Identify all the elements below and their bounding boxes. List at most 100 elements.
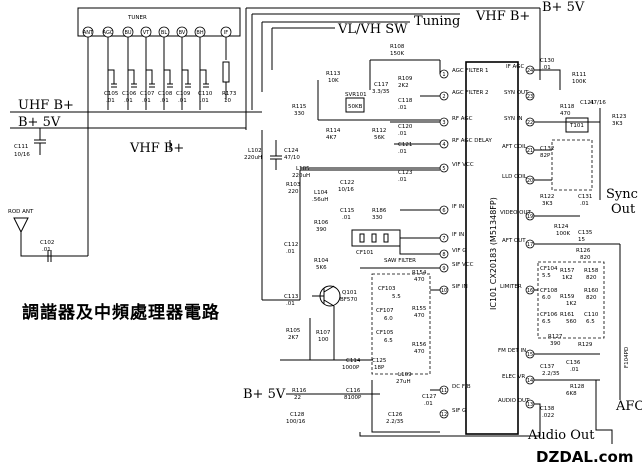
- ic-pin-3: 3RF AGC: [439, 116, 473, 127]
- r124-ref: C135: [578, 230, 593, 236]
- c127-ref: C127: [422, 394, 437, 400]
- r106-ref: R106: [314, 220, 329, 226]
- r111-val: 100K: [572, 79, 586, 85]
- c105-ref: C105: [104, 91, 119, 97]
- r159-val: 820: [586, 295, 597, 301]
- r103-ref: R103: [286, 182, 301, 188]
- r173-val: 10: [224, 98, 231, 104]
- ic-left-wiring: [300, 60, 441, 391]
- cf106-val: 560: [566, 319, 577, 325]
- c136-ref: C137: [540, 364, 555, 370]
- c110-ref: C110: [198, 91, 213, 97]
- r109-ref: R109: [398, 76, 413, 82]
- r116-val: 22: [294, 395, 301, 401]
- ic-pin-6-name: IF IN: [452, 204, 464, 210]
- tuner-block: TUNER ANT AGC BU VT BL BV BH IF: [77, 7, 241, 38]
- ic-pin-15-num: 15: [527, 352, 533, 358]
- cf103-ref: CF103: [378, 286, 396, 292]
- r118-val: 470: [560, 111, 571, 117]
- ic-pin-1-name: AGC FILTER 1: [452, 68, 489, 74]
- r111-ref: R111: [572, 72, 586, 78]
- r158-ref: CF108: [540, 288, 558, 294]
- r107-val: 100: [318, 337, 329, 343]
- ic-pin-7-name: IF IN: [452, 232, 464, 238]
- r156-val: 470: [414, 349, 425, 355]
- r127-ref: R129: [578, 342, 593, 348]
- rail-tuning: Tuning: [414, 14, 460, 29]
- cf105-val: 6.5: [384, 338, 393, 344]
- c124-val: 47/10: [284, 155, 300, 161]
- c118-ref: C118: [398, 98, 413, 104]
- c132-val: 82P: [540, 153, 551, 159]
- rail-vhf-b-left: VHF B+: [129, 141, 184, 156]
- tuner-pin-bh: BH: [196, 30, 203, 36]
- r104-val: 5K6: [316, 265, 327, 271]
- r114-val: 4K7: [326, 135, 337, 141]
- cf103-val: 5.5: [392, 294, 401, 300]
- c111-val: 10/16: [14, 152, 30, 158]
- r155-ref: R155: [412, 306, 427, 312]
- tuner-pin-if: IF: [224, 30, 228, 36]
- c114-val: 1000P: [342, 365, 360, 371]
- rail-b5v-left: B+ 5V: [18, 115, 61, 130]
- tuner-component-labels: C105 .01 C106 .01 C107 .01 C108 .01 C109…: [104, 91, 237, 104]
- rail-uhf-b: UHF B+: [18, 98, 74, 113]
- c118-val: .01: [398, 105, 407, 111]
- antenna-section: C111 10/16 ROD ANT C102 .01: [8, 110, 89, 262]
- r108-val: 150K: [390, 51, 404, 57]
- ic-pin-24-name: IF AGC: [506, 64, 524, 70]
- c115-val: .01: [342, 215, 351, 221]
- svr101-val: 50KB: [348, 104, 363, 110]
- c113-ref: C113: [284, 294, 299, 300]
- c130-val: .01: [542, 65, 551, 71]
- r160-ref: CF106: [540, 312, 558, 318]
- r154-val: 470: [414, 277, 425, 283]
- l109-ref: L109: [398, 372, 412, 378]
- sync-out-line2: Out: [611, 202, 636, 217]
- c102-ref: C102: [40, 240, 54, 246]
- c135-val: 820: [580, 255, 591, 261]
- ic-pin-10-name: SIF IN: [452, 284, 468, 290]
- tuner-pin-bv: BV: [179, 30, 186, 36]
- ic-pin-17-num: 17: [527, 242, 533, 248]
- afc-label: AFC: [615, 399, 642, 414]
- c117-ref: C117: [374, 82, 389, 88]
- ic-pin-11-num: 11: [441, 388, 447, 394]
- c106-ref: C106: [122, 91, 137, 97]
- tuner-pin-vt: VT: [143, 30, 150, 36]
- ic-pin-11-name: DC F/B: [452, 384, 471, 390]
- ic-pin-19-num: 19: [527, 214, 533, 220]
- tuner-pin-ant: ANT: [83, 30, 94, 36]
- cf110-ref: R127: [548, 334, 563, 340]
- rail-vhf-b: VHF B+: [475, 9, 530, 24]
- ic-pin-13-name: AUDIO OUT: [498, 398, 530, 404]
- l109-val: 27uH: [396, 379, 411, 385]
- if-amp-section: L102 220uH C124 47/10 R113 10K R115 330 …: [244, 44, 440, 301]
- r115-ref: R115: [292, 104, 307, 110]
- c136-val: 2.2/35: [542, 371, 560, 377]
- ic-pin-21-num: 21: [527, 148, 533, 154]
- c109-ref: C109: [176, 91, 191, 97]
- r106-val: 390: [316, 227, 327, 233]
- r155-val: 470: [414, 313, 425, 319]
- right-section: C130 .01 R111 100K R118 470 C121 47/16 T…: [359, 8, 642, 444]
- c107-ref: C107: [140, 91, 155, 97]
- ic-pin-4-name: RF AGC DELAY: [452, 138, 492, 144]
- c130-ref: C130: [540, 58, 555, 64]
- ic-pin-7-num: 7: [442, 236, 445, 242]
- diagram-title: 調諧器及中頻處理器電路: [22, 302, 220, 323]
- tuner-wiring: [87, 37, 230, 110]
- r126-val: 5.5: [542, 273, 551, 279]
- t101-ref: T101: [569, 123, 584, 129]
- ic-pin-14-num: 14: [527, 378, 533, 384]
- c122-ref: C122: [340, 180, 354, 186]
- c105-val: .01: [106, 98, 115, 104]
